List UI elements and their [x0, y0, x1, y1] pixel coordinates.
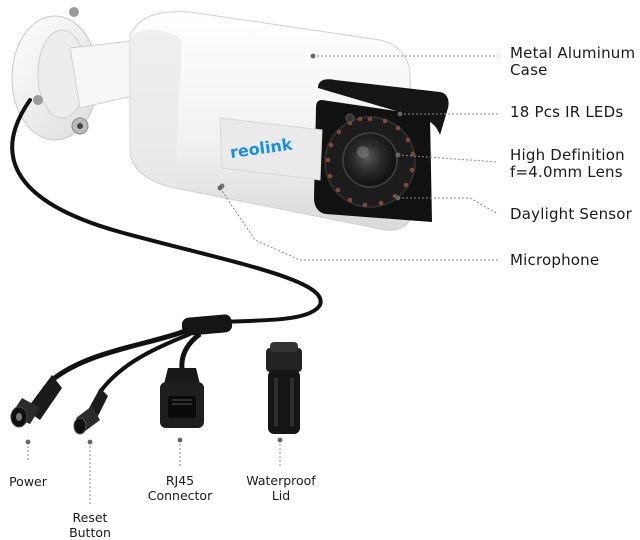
- leader-lines: [219, 55, 499, 261]
- callout-microphone: Microphone: [510, 251, 600, 269]
- label-reset: Reset Button: [69, 510, 111, 540]
- lens-icon: [342, 132, 398, 188]
- mount-screw-icon: [69, 7, 79, 17]
- mount-screw-icon: [33, 95, 43, 105]
- daylight-sensor-icon: [345, 113, 355, 123]
- cable-harness: [50, 314, 233, 394]
- camera-cable: [10, 98, 323, 324]
- reset-connector: [73, 388, 108, 435]
- sun-shield: [318, 79, 449, 135]
- callout-lens: High Definition f=4.0mm Lens: [510, 146, 625, 181]
- port-leader-lines: [27, 440, 281, 505]
- callout-daylight-sensor: Daylight Sensor: [510, 205, 633, 223]
- callout-metal-case: Metal Aluminum Case: [510, 44, 636, 79]
- ir-led-ring: [325, 116, 416, 208]
- waterproof-lid: [266, 342, 302, 434]
- power-connector: [10, 375, 62, 428]
- port-leader-dots: [25, 437, 283, 445]
- camera-body: [129, 11, 449, 231]
- label-power: Power: [9, 474, 47, 489]
- callout-ir-leds: 18 Pcs IR LEDs: [510, 103, 624, 121]
- rj45-connector: [160, 368, 204, 428]
- leader-dots: [217, 53, 403, 201]
- label-rj45: RJ45 Connector: [147, 473, 213, 503]
- wall-mount: [11, 7, 151, 141]
- label-waterproof-lid: Waterproof Lid: [246, 473, 316, 503]
